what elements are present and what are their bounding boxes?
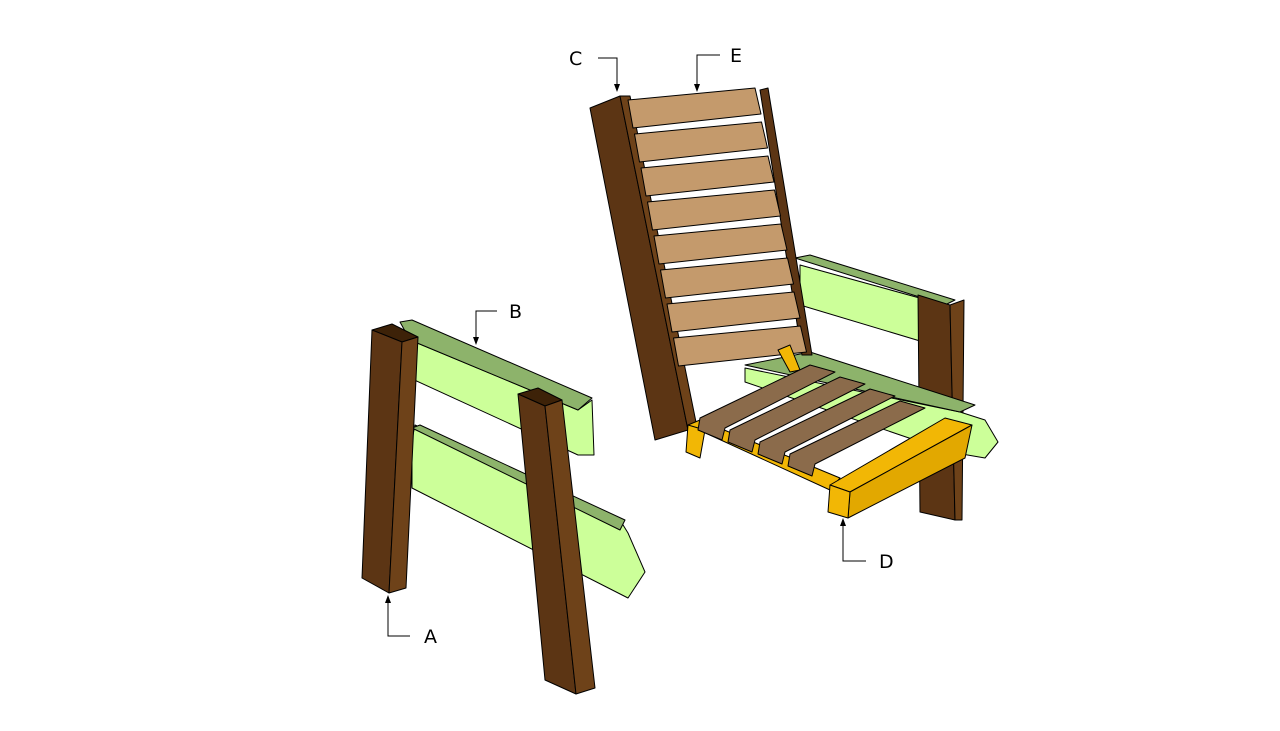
callout-a: A — [385, 595, 437, 648]
label-e: E — [730, 45, 742, 67]
back-slat — [653, 223, 788, 265]
back-slat — [627, 87, 762, 129]
seat-slats — [697, 364, 926, 477]
callout-c: C — [569, 48, 620, 92]
back-slat — [660, 257, 794, 299]
callout-e: E — [694, 45, 742, 92]
label-c: C — [569, 48, 582, 70]
far-arm-rail-top — [794, 254, 956, 306]
callout-d: D — [840, 518, 894, 573]
back-slats — [627, 87, 807, 367]
back-slat — [666, 291, 801, 333]
back-slat — [647, 189, 781, 231]
back-slat — [640, 155, 775, 197]
seat-slat — [757, 388, 896, 465]
left-side-frame — [361, 319, 646, 695]
leg-a-side — [388, 336, 419, 594]
seat-slat — [727, 376, 866, 453]
back-slat — [673, 325, 807, 367]
assembled-chair — [589, 87, 999, 521]
seat-slat — [697, 364, 836, 441]
seat-frame-front-end — [827, 484, 851, 519]
label-b: B — [509, 301, 522, 323]
label-a: A — [424, 626, 437, 648]
seat-slat — [787, 400, 926, 477]
back-slat — [634, 121, 768, 163]
callout-b: B — [473, 301, 522, 345]
label-d: D — [879, 551, 894, 573]
rear-leg-side — [544, 399, 596, 695]
